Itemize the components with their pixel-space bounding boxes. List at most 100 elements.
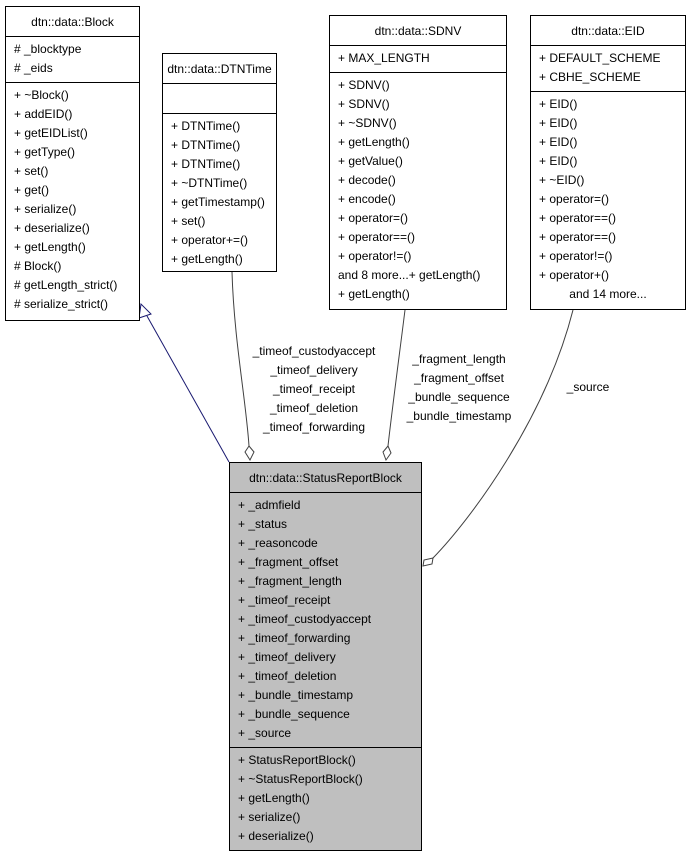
member-row: + MAX_LENGTH	[338, 51, 430, 65]
member-row: + operator==()	[539, 211, 617, 225]
attributes-section: + _admfield+ _status+ _reasoncode+ _frag…	[230, 492, 421, 747]
attributes-section: + MAX_LENGTH	[330, 45, 506, 72]
member-row: + DTNTime()	[171, 138, 241, 152]
edge-label: _bundle_timestamp	[406, 409, 512, 423]
member-row: + encode()	[338, 192, 396, 206]
member-row: + getLength()	[171, 252, 243, 266]
class-sdnv[interactable]: dtn::data::SDNV + MAX_LENGTH + SDNV()+ S…	[329, 15, 507, 310]
member-row: + _fragment_length	[238, 574, 342, 588]
inheritance-edge	[146, 315, 230, 463]
member-row: + addEID()	[14, 107, 73, 121]
member-row: + ~Block()	[14, 88, 69, 102]
class-title: dtn::data::DTNTime	[167, 62, 272, 76]
member-row: + operator+=()	[171, 233, 249, 247]
member-row: + _source	[238, 726, 292, 740]
member-row: + operator!=()	[539, 249, 613, 263]
dtntime-diamond-icon	[244, 445, 255, 462]
member-row: # getLength_strict()	[14, 278, 118, 292]
class-eid[interactable]: dtn::data::EID + DEFAULT_SCHEME+ CBHE_SC…	[530, 15, 686, 310]
member-row: + getValue()	[338, 154, 403, 168]
member-row: + ~StatusReportBlock()	[238, 772, 363, 786]
member-row: + _bundle_sequence	[238, 707, 350, 721]
dtntime-edge	[231, 271, 250, 447]
class-title: dtn::data::SDNV	[374, 24, 462, 38]
member-row: + EID()	[539, 154, 578, 168]
member-row: + _timeof_forwarding	[238, 631, 351, 645]
attributes-section	[163, 83, 276, 113]
member-row: + decode()	[338, 173, 396, 187]
dtntime-edge-labels: _timeof_custodyaccept _timeof_delivery _ti…	[244, 342, 384, 437]
member-row: + EID()	[539, 135, 578, 149]
member-row: + ~DTNTime()	[171, 176, 248, 190]
member-row: + DTNTime()	[171, 119, 241, 133]
member-row: + serialize()	[238, 810, 301, 824]
member-row: + deserialize()	[14, 221, 90, 235]
edge-label: _timeof_forwarding	[262, 420, 366, 434]
edge-label: _bundle_sequence	[408, 390, 510, 404]
member-row: + ~SDNV()	[338, 116, 397, 130]
member-row: + getLength()	[14, 240, 86, 254]
methods-section: + SDNV() + SDNV() + ~SDNV() + getLength() + …	[330, 72, 506, 308]
attributes-section: + DEFAULT_SCHEME + CBHE_SCHEME	[531, 45, 685, 91]
class-block[interactable]: dtn::data::Block # _blocktype# _eids + ~…	[5, 6, 140, 321]
inheritance-arrow-icon	[138, 302, 152, 319]
member-row: + set()	[171, 214, 206, 228]
member-row: + EID()	[539, 97, 578, 111]
edge-label: _timeof_deletion	[269, 401, 359, 415]
member-row: + StatusReportBlock()	[238, 753, 356, 767]
member-row: + DEFAULT_SCHEME	[539, 51, 661, 65]
member-row: + ~EID()	[539, 173, 585, 187]
member-row: + deserialize()	[238, 829, 314, 843]
attributes-section: # _blocktype # _eids	[6, 36, 139, 82]
member-row: + SDNV()	[338, 78, 390, 92]
member-row: + getEIDList()	[14, 126, 88, 140]
member-row: # _blocktype	[14, 42, 82, 56]
member-row: + _timeof_delivery	[238, 650, 336, 664]
sdnv-diamond-icon	[382, 445, 392, 462]
class-dtntime[interactable]: dtn::data::DTNTime + DTNTime()+ DTNTime(…	[162, 53, 277, 272]
edge-label: _fragment_length	[412, 352, 506, 366]
member-row: # _eids	[14, 61, 53, 75]
eid-edge	[432, 309, 574, 559]
edge-label: _timeof_custodyaccept	[252, 344, 376, 358]
member-row: + getType()	[14, 145, 76, 159]
member-row: + SDNV()	[338, 97, 390, 111]
edge-label: _fragment_offset	[414, 371, 504, 385]
member-row: + _timeof_receipt	[238, 593, 331, 607]
member-row: + serialize()	[14, 202, 77, 216]
member-row: # Block()	[14, 259, 62, 273]
methods-section: + StatusReportBlock() + ~StatusReportBloc…	[230, 747, 421, 850]
member-row: + get()	[14, 183, 50, 197]
member-row: + operator==()	[338, 230, 416, 244]
member-row: + getLength()	[238, 791, 310, 805]
methods-section: + EID()+ EID()+ EID()+ EID()+ ~EID()+ op…	[531, 91, 685, 308]
member-row: # serialize_strict()	[14, 297, 109, 311]
member-row: + operator!=()	[338, 249, 412, 263]
member-row: + CBHE_SCHEME	[539, 70, 641, 84]
edge-label: _timeof_delivery	[270, 363, 358, 377]
member-row: + _reasoncode	[238, 536, 318, 550]
class-title: dtn::data::StatusReportBlock	[249, 471, 402, 485]
member-row: + operator=()	[539, 192, 610, 206]
edge-label: _timeof_receipt	[272, 382, 356, 396]
sdnv-edge	[387, 309, 406, 447]
eid-edge-labels: _source	[548, 378, 628, 397]
member-row: + DTNTime()	[171, 157, 241, 171]
methods-section: + ~Block() + addEID() + getEIDList() + getT…	[6, 82, 139, 318]
member-row: + set()	[14, 164, 49, 178]
member-row: + getLength()	[338, 287, 410, 301]
member-row: + _admfield	[238, 498, 301, 512]
class-statusreportblock[interactable]: dtn::data::StatusReportBlock + _admfield…	[229, 462, 422, 851]
sdnv-edge-labels: _fragment_length _fragment_offset _bundle_…	[395, 350, 523, 426]
edge-label: _source	[566, 380, 610, 394]
member-row: + _fragment_offset	[238, 555, 339, 569]
member-row: + operator=()	[338, 211, 409, 225]
class-title: dtn::data::Block	[31, 15, 114, 29]
eid-diamond-icon	[422, 557, 434, 567]
member-row: + getTimestamp()	[171, 195, 265, 209]
class-title: dtn::data::EID	[571, 24, 645, 38]
member-row: + _timeof_custodyaccept	[238, 612, 372, 626]
member-row: + operator+()	[539, 268, 610, 282]
methods-section: + DTNTime() + DTNTime() + DTNTime() + ~DTNT…	[163, 113, 276, 273]
